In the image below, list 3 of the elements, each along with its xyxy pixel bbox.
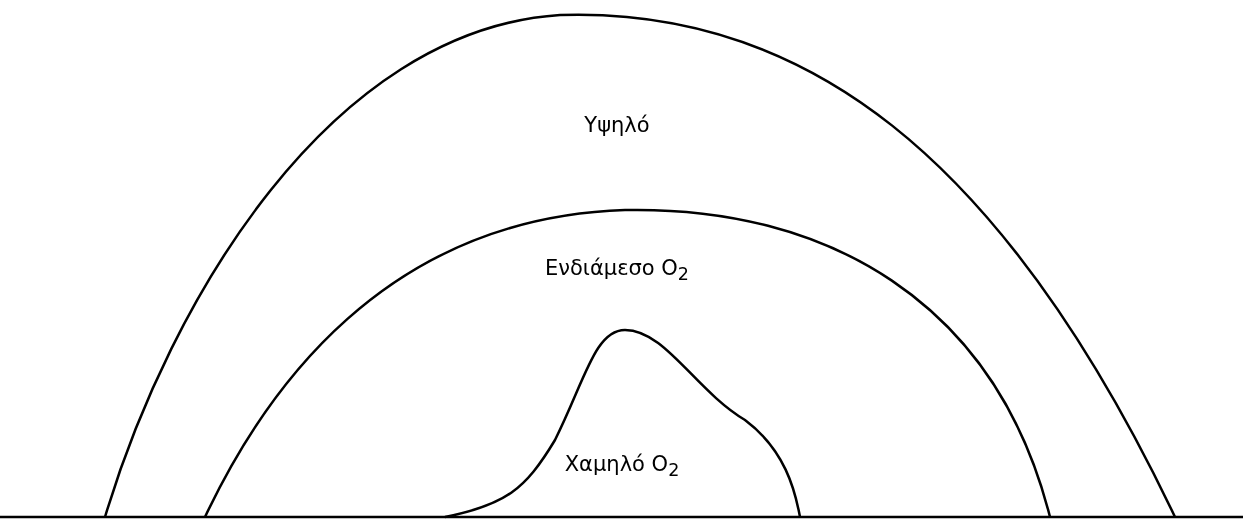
region-label: Υψηλό <box>584 113 650 137</box>
region-label: Ενδιάμεσο O$_{2}$ <box>545 255 689 285</box>
region-label: Χαμηλό O$_{2}$ <box>564 451 680 481</box>
